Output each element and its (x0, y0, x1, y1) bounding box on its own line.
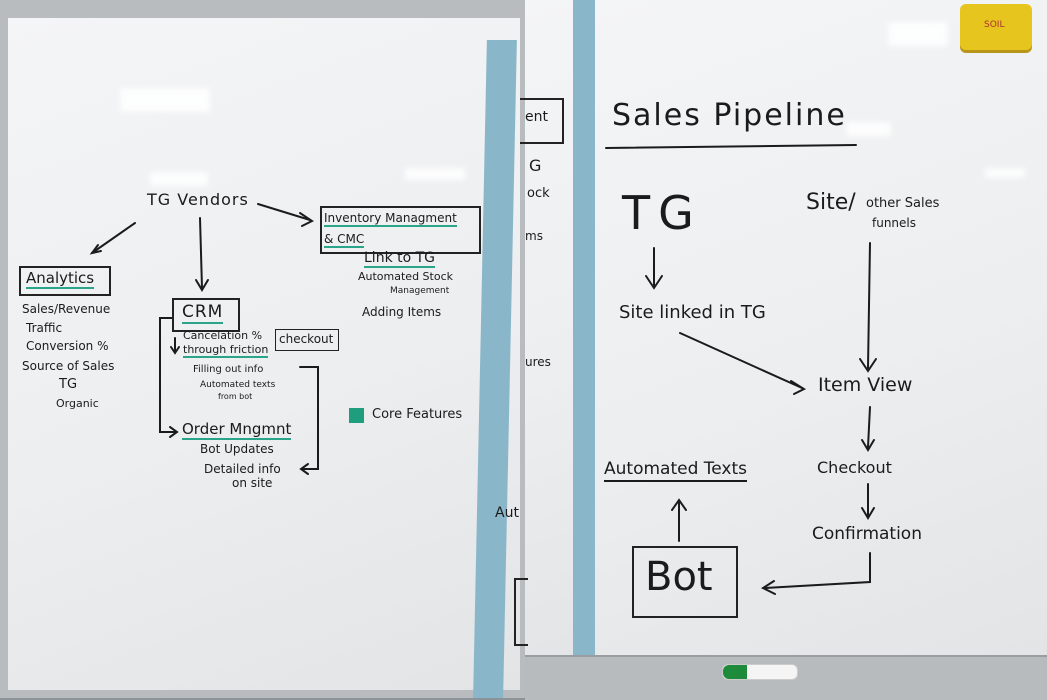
analytics-item: Source of Sales (22, 359, 115, 373)
inventory-title-line1: Inventory Managment (324, 211, 457, 227)
analytics-title: Analytics (26, 269, 95, 289)
left-whiteboard (8, 18, 520, 690)
site-funnels-1: Site/ (806, 190, 856, 215)
fragment-text: ures (525, 355, 551, 369)
crm-title: CRM (182, 302, 224, 324)
eraser-label: SOIL (984, 20, 1005, 30)
bot-label: Bot (645, 554, 713, 600)
green-marker (722, 664, 798, 680)
fragment-box (520, 98, 564, 144)
crm-cancel-line1: Cancelation % (183, 329, 263, 342)
inventory-title-line2: & CMC (324, 232, 365, 248)
inventory-item: Management (390, 286, 450, 296)
core-features-swatch (349, 408, 364, 423)
inventory-item: Automated Stock (358, 270, 453, 283)
crm-item: Filling out info (193, 364, 264, 375)
reflection (888, 22, 948, 46)
sales-pipeline-title: Sales Pipeline (612, 98, 847, 133)
order-mngmnt-title: Order Mngmnt (182, 420, 292, 440)
bot-box (632, 546, 738, 618)
eraser: SOIL (960, 4, 1032, 50)
analytics-subitem: TG (59, 377, 78, 392)
fragment-box (514, 578, 528, 646)
analytics-subitem: Organic (56, 397, 99, 410)
core-features-label: Core Features (372, 407, 463, 422)
fragment-text: G (529, 156, 542, 175)
reflection (846, 122, 891, 136)
checkout-box (275, 329, 339, 351)
crm-cancel-line2: through friction (183, 343, 269, 358)
tg-label: TG (622, 186, 702, 240)
item-view: Item View (818, 374, 913, 396)
middle-whiteboard (525, 0, 580, 672)
confirmation: Confirmation (812, 524, 922, 544)
blue-tape-right (573, 0, 595, 672)
fragment-text: ms (525, 229, 543, 243)
analytics-box (19, 266, 111, 296)
right-whiteboard (595, 0, 1047, 655)
checkout: Checkout (817, 458, 892, 477)
inventory-item: Adding Items (362, 305, 442, 319)
checkout-label: checkout (279, 332, 334, 346)
analytics-item: Conversion % (26, 339, 109, 353)
reflection (120, 88, 210, 112)
order-item: Detailed info (204, 462, 281, 476)
inventory-item: Link to TG (364, 250, 436, 268)
order-item: Bot Updates (200, 442, 274, 456)
site-funnels-2: other Sales (866, 196, 940, 211)
reflection (985, 168, 1025, 178)
fragment-text: ock (527, 186, 550, 201)
site-funnels-3: funnels (872, 216, 917, 230)
order-item: on site (232, 476, 273, 490)
fragment-text: Aut (495, 505, 519, 521)
analytics-item: Sales/Revenue (22, 302, 111, 316)
reflection (150, 172, 208, 186)
fragment-text: ent (525, 109, 548, 125)
site-linked-in-tg: Site linked in TG (619, 302, 766, 323)
analytics-item: Traffic (26, 321, 63, 335)
crm-box (172, 298, 240, 332)
crm-item: from bot (218, 392, 253, 401)
automated-texts: Automated Texts (604, 459, 748, 482)
inventory-box (320, 206, 481, 254)
reflection (405, 168, 465, 180)
tg-vendors: TG Vendors (147, 190, 249, 209)
crm-item: Automated texts (200, 380, 276, 390)
